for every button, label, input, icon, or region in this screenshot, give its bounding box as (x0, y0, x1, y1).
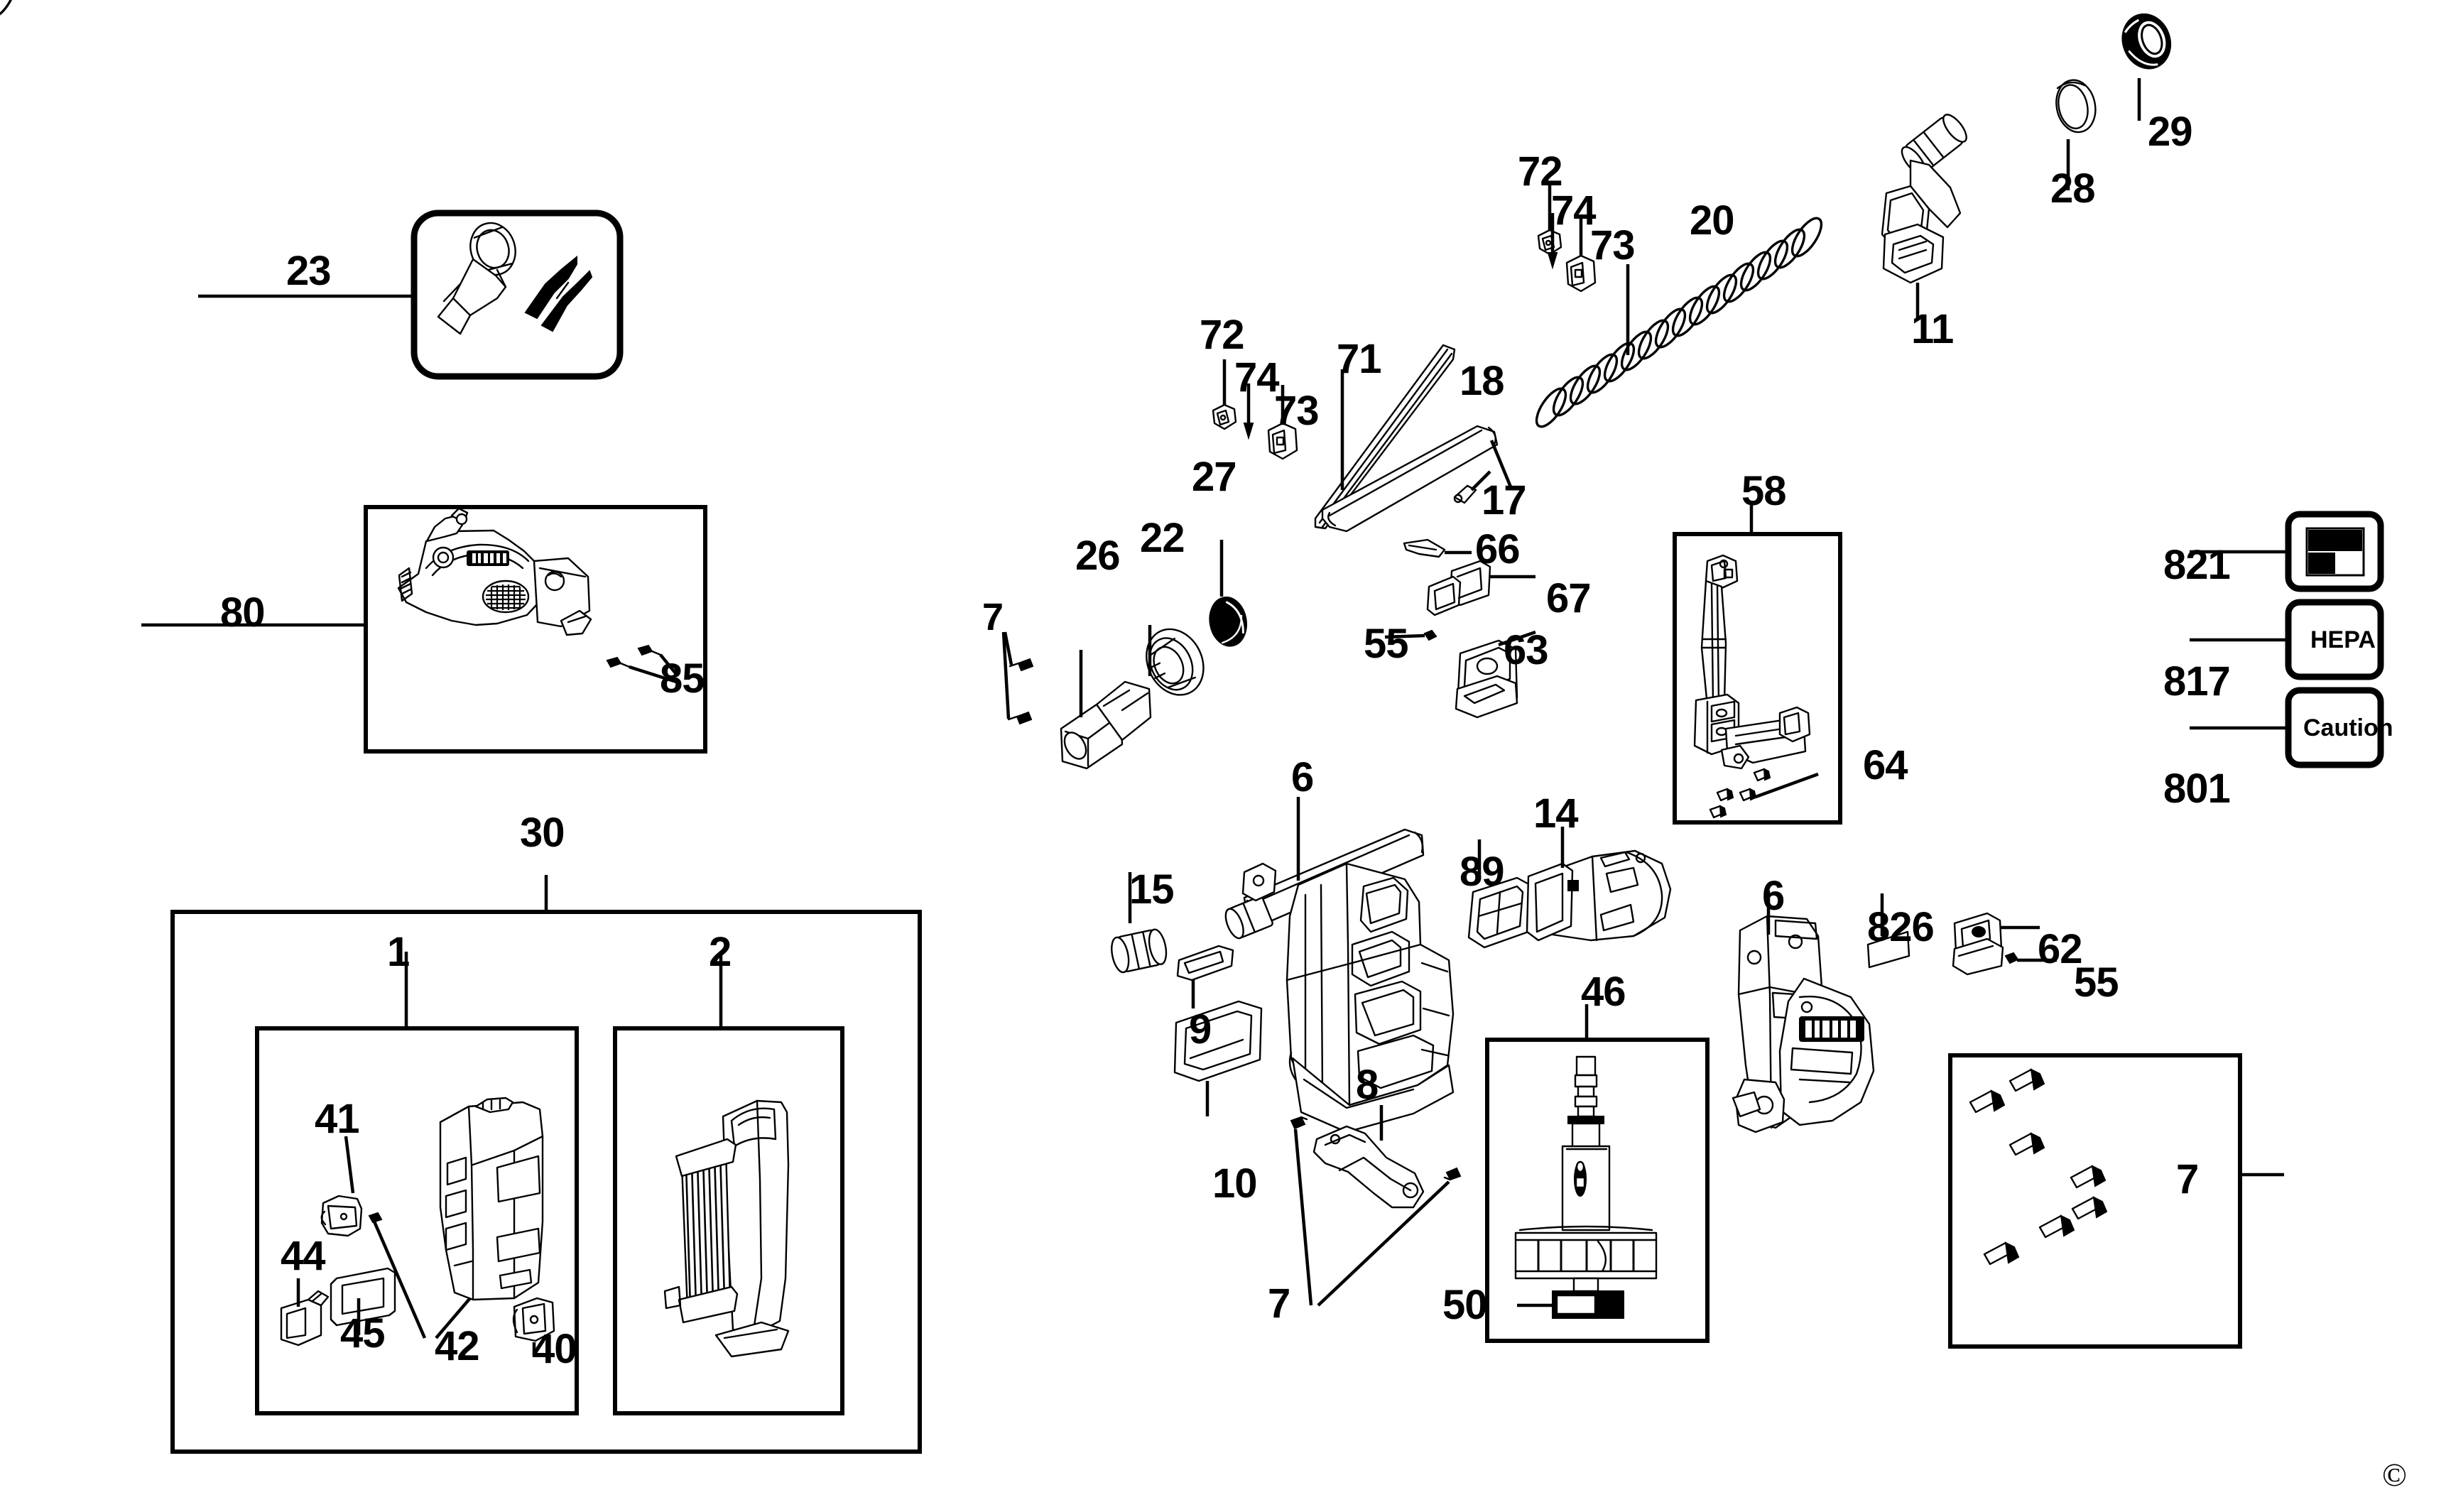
callout-10: 10 (1212, 1160, 1258, 1207)
filter-cartridge (663, 1099, 790, 1358)
group-26-22-27 (1060, 540, 1248, 770)
callout-18: 18 (1460, 358, 1505, 404)
callout-46: 46 (1581, 969, 1626, 1015)
part-41 (320, 1136, 363, 1237)
part-18-pin (1453, 470, 1491, 504)
callout-6-left: 6 (1291, 754, 1314, 800)
callout-44: 44 (281, 1233, 326, 1279)
part-6-main-housing (1224, 797, 1455, 1133)
group-23-assembly (198, 210, 624, 380)
part-29-cap (2121, 13, 2172, 121)
part-8-link (1312, 1105, 1425, 1209)
part-55-a (1384, 629, 1437, 641)
part-28-ring (2055, 79, 2097, 190)
part-17-tube (1321, 425, 1513, 533)
callout-801: 801 (2163, 766, 2231, 812)
callout-62: 62 (2038, 926, 2083, 972)
part-10-plate (1173, 1000, 1263, 1116)
callout-40: 40 (532, 1326, 577, 1372)
callout-9: 9 (1189, 1006, 1212, 1053)
callout-22: 22 (1140, 515, 1185, 561)
callout-58: 58 (1741, 468, 1787, 514)
callout-821: 821 (2163, 542, 2231, 588)
group-80-assembly (141, 505, 707, 754)
part-71-rod (1314, 344, 1456, 530)
callout-1: 1 (387, 929, 410, 975)
part-62-clip (1952, 912, 2040, 976)
part-67-bracket (1426, 560, 1535, 616)
label-817-text: HEPA (2310, 626, 2376, 653)
part-66-clip (1403, 538, 1472, 558)
part-45 (330, 1267, 396, 1327)
callout-30: 30 (520, 810, 565, 856)
callout-23: 23 (286, 248, 332, 294)
callout-55-b: 55 (2074, 959, 2119, 1006)
callout-85: 85 (660, 656, 705, 702)
callout-72-lower: 72 (1200, 312, 1245, 358)
callout-55-a: 55 (1364, 621, 1409, 667)
callout-26: 26 (1075, 533, 1121, 579)
callout-29: 29 (2148, 109, 2193, 155)
callout-73-upper: 73 (1590, 222, 1636, 268)
part-7-center-pair (1290, 1116, 1462, 1307)
callout-74-upper: 74 (1551, 187, 1597, 234)
part-7-left-pair (1001, 631, 1034, 725)
part-63-cover (1455, 630, 1536, 719)
callout-63: 63 (1504, 627, 1549, 673)
callout-17: 17 (1482, 477, 1527, 523)
part-15-sleeve (1111, 872, 1168, 974)
callout-80: 80 (220, 589, 266, 636)
callout-7-right: 7 (2176, 1156, 2199, 1202)
callout-41: 41 (315, 1096, 360, 1142)
callout-817: 817 (2163, 658, 2231, 705)
part-6-right-housing (1732, 891, 1875, 1133)
callout-64: 64 (1863, 742, 1908, 788)
part-89-grille (1467, 839, 1534, 949)
callout-14: 14 (1533, 790, 1579, 837)
part-9-gasket (1176, 945, 1234, 1008)
group-46-assembly (1485, 1004, 1710, 1343)
part-826-label (1866, 893, 1910, 969)
part-55-b (2004, 952, 2057, 964)
part-14-duct (1526, 827, 1672, 942)
callout-8: 8 (1356, 1062, 1379, 1108)
callout-45: 45 (340, 1310, 386, 1356)
callout-6-right: 6 (1762, 873, 1785, 919)
callout-11: 11 (1911, 306, 1954, 352)
callout-72-upper: 72 (1518, 148, 1563, 195)
callout-71: 71 (1337, 336, 1382, 382)
callout-89: 89 (1460, 849, 1505, 895)
dust-box-body (439, 1097, 544, 1301)
part-11-bracket (1881, 114, 1967, 318)
part-20-hose (0, 0, 1823, 428)
callout-2: 2 (709, 929, 732, 975)
callout-42: 42 (435, 1323, 480, 1369)
callout-7-center: 7 (1268, 1280, 1290, 1327)
callout-28: 28 (2050, 165, 2096, 212)
part-44 (280, 1290, 330, 1347)
callout-50: 50 (1442, 1282, 1488, 1328)
group-58-assembly (1673, 504, 1842, 825)
callout-826: 826 (1867, 904, 1935, 950)
group-30-assembly (170, 875, 922, 1454)
callout-74-lower: 74 (1234, 354, 1280, 401)
callout-67: 67 (1546, 575, 1592, 621)
part-40 (512, 1297, 555, 1342)
part-64-screws (1709, 768, 1819, 819)
callout-27: 27 (1192, 454, 1237, 500)
callout-20: 20 (1690, 197, 1735, 244)
label-boxes (2190, 511, 2384, 768)
label-801-text: Caution (2303, 714, 2393, 741)
callout-15: 15 (1129, 866, 1175, 913)
callout-66: 66 (1475, 526, 1521, 572)
group-7-screws-box (1948, 1053, 2284, 1349)
callout-73-lower: 73 (1274, 388, 1320, 434)
copyright-mark: © (2382, 1457, 2407, 1493)
callout-7-left: 7 (982, 596, 1004, 638)
group-72-74-73-lower (1212, 359, 1298, 460)
group-72-74-73-upper (1537, 183, 1597, 293)
